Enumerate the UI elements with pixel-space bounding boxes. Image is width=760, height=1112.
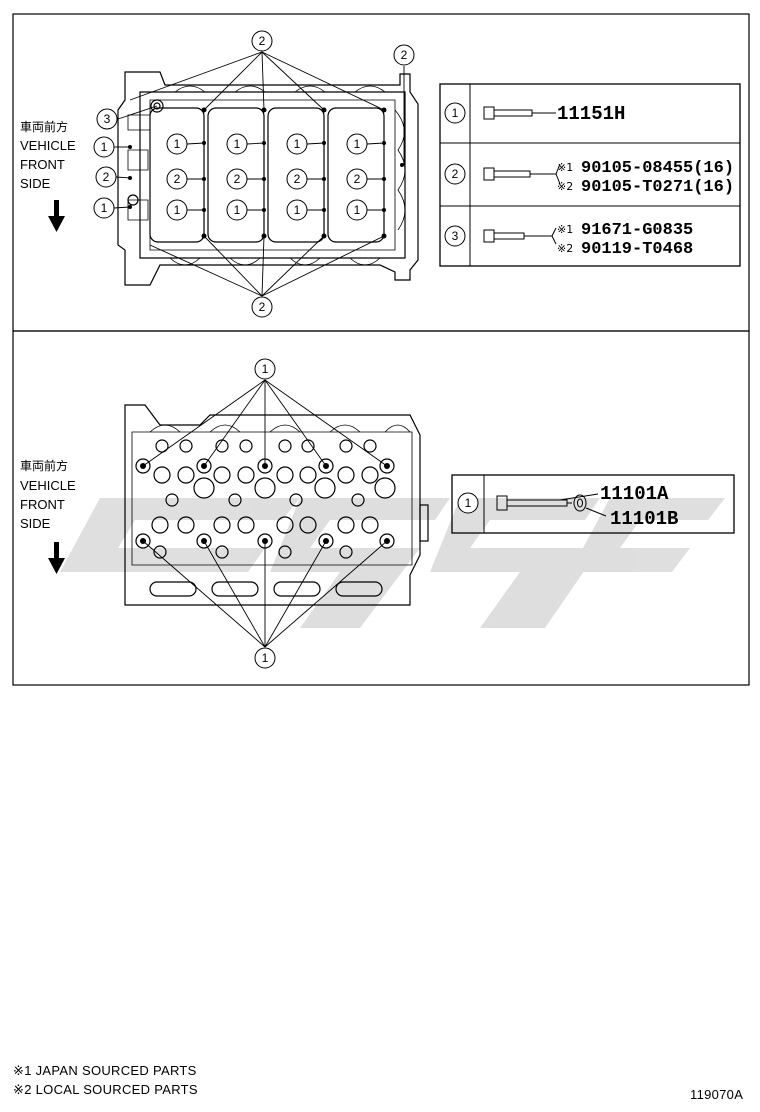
- callout-1-r3-c1: 1: [166, 199, 188, 221]
- svg-text:車両前方: 車両前方: [20, 119, 68, 134]
- watermark-logo: [60, 498, 725, 628]
- figure-id: 119070A: [690, 1087, 744, 1102]
- callout-1-r1-c1: 1: [166, 133, 188, 155]
- cylinder-head-leaders: [142, 379, 388, 648]
- svg-text:1: 1: [354, 137, 361, 151]
- svg-text:2: 2: [401, 48, 408, 62]
- callout-2-r2-c2: 2: [226, 168, 248, 190]
- svg-text:1: 1: [174, 137, 181, 151]
- callout-2-left: 2: [95, 166, 117, 188]
- svg-text:SIDE: SIDE: [20, 176, 51, 191]
- svg-text:1: 1: [465, 496, 472, 510]
- down-arrow-icon: [48, 200, 65, 232]
- callout-1-head-bottom: 1: [254, 647, 276, 669]
- footnote-japan-sourced: ※1 JAPAN SOURCED PARTS: [13, 1063, 197, 1078]
- part-number-90119-T0468: 90119-T0468: [581, 240, 693, 259]
- callout-1-left-a: 1: [93, 136, 115, 158]
- short-bolt-icon: [483, 227, 557, 245]
- svg-text:VEHICLE: VEHICLE: [20, 478, 76, 493]
- svg-text:※1: ※1: [557, 223, 573, 236]
- svg-text:1: 1: [101, 201, 108, 215]
- cylinder-block-drawing: [117, 71, 419, 286]
- vehicle-front-label-lower: 車両前方 VEHICLE FRONT SIDE: [20, 458, 76, 574]
- table-row-1: 1: [444, 102, 466, 124]
- svg-text:1: 1: [452, 106, 459, 120]
- callout-1-left-b: 1: [93, 197, 115, 219]
- part-number-91671-G0835: 91671-G0835: [581, 221, 693, 240]
- svg-text:※2: ※2: [557, 242, 573, 255]
- svg-text:1: 1: [262, 651, 269, 665]
- callout-2-r2-c3: 2: [286, 168, 308, 190]
- part-number-11101A: 11101A: [600, 483, 669, 505]
- svg-text:※1: ※1: [557, 161, 573, 174]
- table-row-1: 1: [457, 492, 479, 514]
- down-arrow-icon: [48, 542, 65, 574]
- callout-3-left: 3: [96, 108, 118, 130]
- svg-text:3: 3: [452, 229, 459, 243]
- cylinder-head-drawing: [124, 404, 429, 606]
- part-number-90105-T0271: 90105-T0271(16): [581, 178, 734, 197]
- part-number-11101B: 11101B: [610, 508, 678, 530]
- svg-text:2: 2: [354, 172, 361, 186]
- svg-text:FRONT: FRONT: [20, 497, 65, 512]
- svg-text:SIDE: SIDE: [20, 516, 51, 531]
- callout-2-top: 2: [251, 30, 273, 52]
- callout-1-r1-c2: 1: [226, 133, 248, 155]
- svg-text:2: 2: [294, 172, 301, 186]
- footnote-local-sourced: ※2 LOCAL SOURCED PARTS: [13, 1082, 198, 1097]
- upper-parts-table: 1 2 3 11151H ※1 90105-08455(16) ※2 90105…: [439, 83, 741, 267]
- part-number-11151H: 11151H: [557, 103, 625, 125]
- svg-text:1: 1: [101, 140, 108, 154]
- callout-1-r1-c4: 1: [346, 133, 368, 155]
- table-row-2: 2: [444, 163, 466, 185]
- callout-1-r1-c3: 1: [286, 133, 308, 155]
- svg-text:1: 1: [294, 137, 301, 151]
- svg-text:1: 1: [234, 137, 241, 151]
- callout-2-r2-c1: 2: [166, 168, 188, 190]
- head-bolt-with-washer-icon: [496, 493, 607, 517]
- callout-2-right: 2: [393, 44, 415, 66]
- svg-text:3: 3: [104, 112, 111, 126]
- svg-text:VEHICLE: VEHICLE: [20, 138, 76, 153]
- svg-text:2: 2: [259, 300, 266, 314]
- svg-text:2: 2: [259, 34, 266, 48]
- svg-text:1: 1: [262, 362, 269, 376]
- callout-1-r3-c2: 1: [226, 199, 248, 221]
- svg-text:1: 1: [174, 203, 181, 217]
- svg-text:1: 1: [234, 203, 241, 217]
- part-number-90105-08455: 90105-08455(16): [581, 159, 734, 178]
- callout-2-r2-c4: 2: [346, 168, 368, 190]
- long-bolt-icon: [483, 106, 556, 120]
- svg-text:車両前方: 車両前方: [20, 458, 68, 473]
- svg-text:※2: ※2: [557, 180, 573, 193]
- svg-text:1: 1: [354, 203, 361, 217]
- svg-text:2: 2: [234, 172, 241, 186]
- svg-text:2: 2: [452, 167, 459, 181]
- vehicle-front-label-upper: 車両前方 VEHICLE FRONT SIDE: [20, 119, 76, 232]
- medium-bolt-icon: [483, 163, 561, 185]
- callout-2-bottom: 2: [251, 296, 273, 318]
- callout-1-r3-c3: 1: [286, 199, 308, 221]
- cylinder-block-leaders: [113, 51, 405, 297]
- table-row-3: 3: [444, 225, 466, 247]
- svg-text:2: 2: [174, 172, 181, 186]
- svg-text:1: 1: [294, 203, 301, 217]
- cylinder-block-callouts: 2 2 2 3 1 2 1 1 1 1 1 2 2 2 2 1 1 1 1: [93, 30, 415, 318]
- svg-text:FRONT: FRONT: [20, 157, 65, 172]
- callout-1-r3-c4: 1: [346, 199, 368, 221]
- lower-parts-table: 1 11101A 11101B: [451, 474, 735, 534]
- cylinder-head-callouts: 1 1: [254, 358, 276, 669]
- svg-text:2: 2: [103, 170, 110, 184]
- callout-1-head-top: 1: [254, 358, 276, 380]
- lower-panel-frame: [12, 330, 750, 686]
